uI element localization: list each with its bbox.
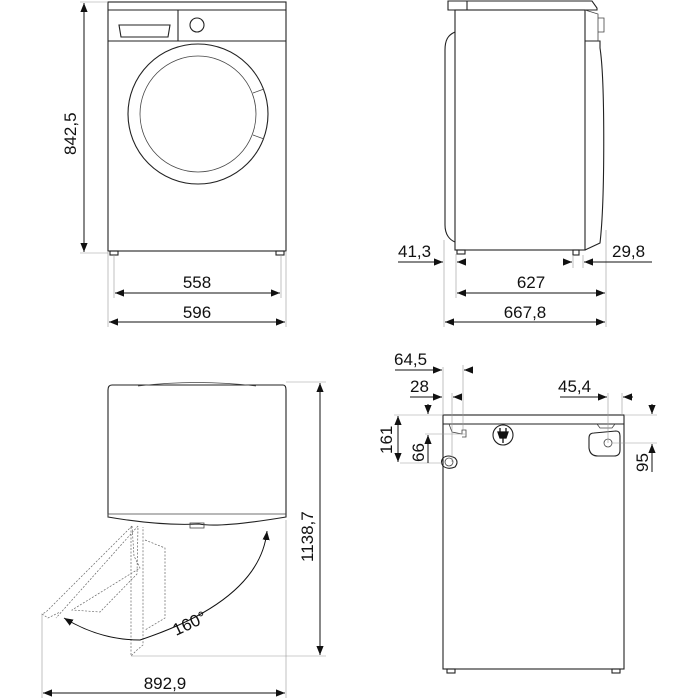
top-view: 160° 1138,7 892,9 <box>41 381 326 698</box>
detergent-drawer <box>118 24 171 38</box>
front-door-profile <box>584 40 605 251</box>
rear-panel <box>444 31 456 243</box>
depth-label: 667,8 <box>504 303 547 322</box>
front-offset-label: 29,8 <box>612 242 645 261</box>
height-label: 842,5 <box>61 112 80 155</box>
rear-offset-label: 41,3 <box>398 242 431 261</box>
front-body <box>107 1 287 252</box>
feet-depth-label: 627 <box>517 273 545 292</box>
drain-outlet-icon <box>588 430 621 457</box>
drain-offset-y-label: 95 <box>633 453 652 472</box>
door-outer <box>127 43 269 185</box>
door-glass <box>139 55 257 173</box>
rear-body <box>442 414 625 670</box>
side-body <box>454 9 586 251</box>
plug-offset-x-label: 64,5 <box>394 350 427 369</box>
program-knob <box>189 17 205 33</box>
front-view: 842,5 558 596 <box>61 1 287 327</box>
hose-offset-x-label: 28 <box>410 377 429 396</box>
top-body <box>107 384 287 526</box>
hose-offset-y-label: 161 <box>377 426 396 454</box>
rear-view: 64,5 28 45,4 161 66 95 <box>377 350 657 674</box>
depth-door-open-label: 1138,7 <box>298 511 317 562</box>
door-open-160 <box>41 525 141 619</box>
width-label: 596 <box>183 303 211 322</box>
door-angle-label: 160° <box>170 608 210 640</box>
power-plug-icon <box>492 424 514 446</box>
door-open-90 <box>130 527 166 657</box>
side-top <box>447 0 598 11</box>
door-handle <box>252 88 265 140</box>
side-view: 41,3 29,8 627 667,8 <box>398 0 652 327</box>
inlet-hose-icon <box>440 455 458 469</box>
drain-offset-x-label: 45,4 <box>558 377 591 396</box>
width-door-open-label: 892,9 <box>144 674 187 693</box>
feet-width-label: 558 <box>183 273 211 292</box>
door-hinge <box>189 522 205 529</box>
plug-offset-y-label: 66 <box>409 443 428 462</box>
